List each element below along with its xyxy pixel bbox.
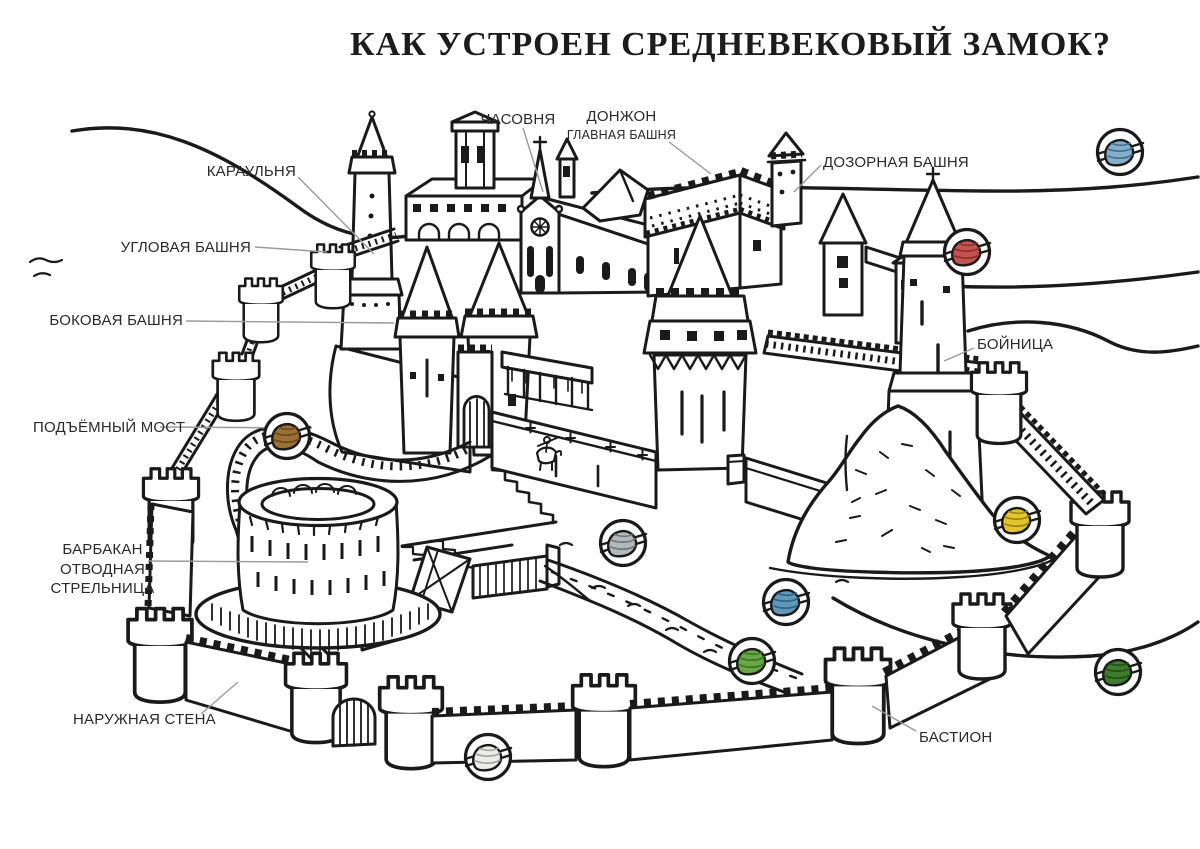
snail-icon-brown <box>260 409 314 463</box>
rock-mound <box>768 404 1058 580</box>
label-bastion: БАСТИОН <box>919 729 993 746</box>
label-barbican-line2: ОТВОДНАЯ <box>59 560 146 578</box>
castle-main-towers <box>328 110 987 564</box>
label-barbican-line3: СТРЕЛЬНИЦА <box>50 580 155 597</box>
label-donjon: ДОНЖОН ГЛАВНАЯ БАШНЯ <box>545 107 698 143</box>
knight-figure <box>535 436 563 471</box>
snail-icon-red <box>940 225 994 279</box>
snail-icon-dark-green <box>1091 645 1145 699</box>
label-chapel: ЧАСОВНЯ <box>480 111 556 128</box>
snail-icon-steel-blue <box>759 575 813 629</box>
label-donjon-line1: ДОНЖОН <box>586 108 657 125</box>
label-guardhouse: КАРАУЛЬНЯ <box>206 163 296 180</box>
label-watchtower: ДОЗОРНАЯ БАШНЯ <box>823 154 969 171</box>
label-drawbridge: ПОДЪЁМНЫЙ МОСТ <box>33 419 186 436</box>
label-barbican-line1: БАРБАКАН <box>62 541 143 558</box>
snail-icon-green <box>725 634 779 688</box>
leader-lines <box>147 127 975 732</box>
label-donjon-line2: ГЛАВНАЯ БАШНЯ <box>566 127 677 142</box>
snail-icon-blue <box>1093 125 1147 179</box>
label-side-tower: БОКОВАЯ БАШНЯ <box>49 312 183 329</box>
label-arrow-slit: БОЙНИЦА <box>977 336 1054 353</box>
label-barbican: БАРБАКАН ОТВОДНАЯ СТРЕЛЬНИЦА <box>40 540 165 599</box>
label-outer-wall: НАРУЖНАЯ СТЕНА <box>73 711 216 728</box>
snail-icon-gray <box>596 516 650 570</box>
castle-inner-ward <box>360 344 890 652</box>
page-title: КАК УСТРОЕН СРЕДНЕВЕКОВЫЙ ЗАМОК? <box>350 26 1112 63</box>
snail-icon-white <box>461 730 515 784</box>
label-corner-tower: УГЛОВАЯ БАШНЯ <box>120 239 251 256</box>
snail-icon-yellow <box>990 493 1044 547</box>
outer-wall-circuit <box>126 361 1131 771</box>
barbican-structure <box>194 476 442 652</box>
